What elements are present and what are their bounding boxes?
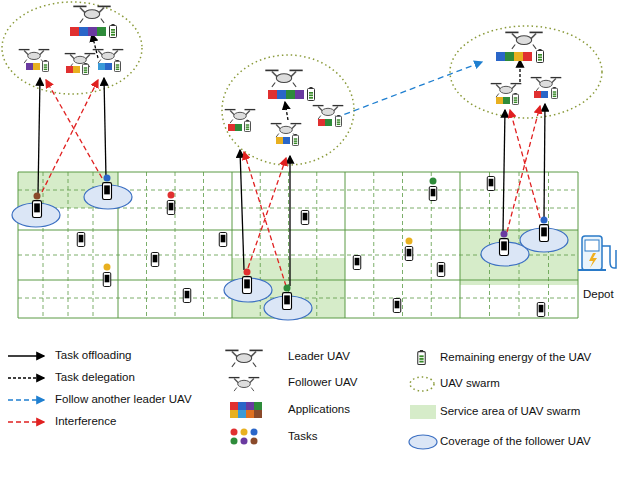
legend-text: Follower UAV [288,376,398,390]
grid-line [43,172,44,318]
grid-line [68,172,69,318]
grid-line [373,172,374,318]
legend-text: Service area of UAV swarm [440,405,620,419]
legend-text: Coverage of the follower UAV [440,435,620,449]
grid-line [18,230,578,231]
legend-swatch [410,405,436,419]
grid-line [203,172,204,318]
grid-line [402,172,403,318]
grid-line [175,172,176,318]
legend-text: Follow another leader UAV [55,393,215,407]
grid-line [18,172,578,173]
legend-text: UAV swarm [440,377,620,391]
grid-line [18,280,578,281]
grid-line [345,172,346,318]
legend-text: Task delegation [55,371,205,385]
grid-line [146,172,147,318]
grid-line [578,172,579,318]
depot-label: Depot [583,288,614,302]
legend-text: Leader UAV [288,350,398,364]
legend-text: Applications [288,403,398,417]
legend-text: Interference [55,415,205,429]
legend-text: Remaining energy of the UAV [440,351,620,365]
grid-line [460,172,461,318]
legend-text: Task offloading [55,349,205,363]
grid-line [18,172,19,318]
legend-text: Tasks [288,430,398,444]
grid-line [316,172,317,318]
